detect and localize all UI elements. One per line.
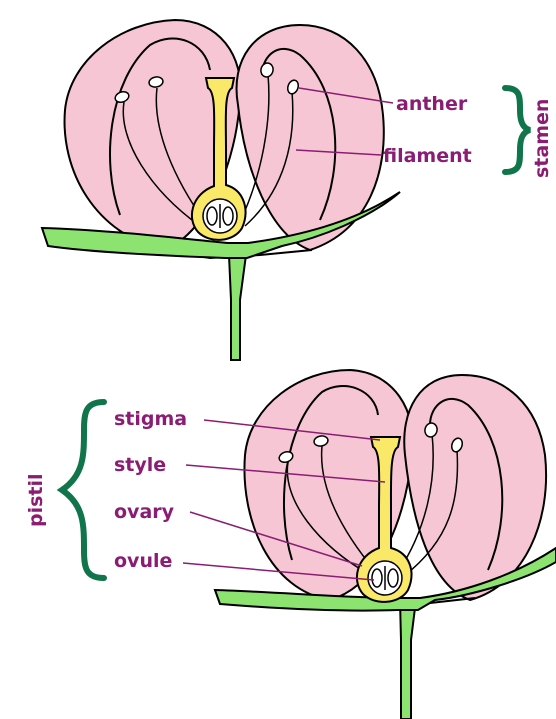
label-pistil: pistil (25, 473, 47, 527)
label-ovary: ovary (114, 501, 175, 523)
pistil-bracket (62, 402, 104, 578)
label-anther: anther (396, 93, 468, 115)
label-filament: filament (383, 145, 472, 167)
stamen-bracket (505, 88, 530, 172)
stem-top (229, 255, 246, 360)
ovules-top (207, 204, 233, 228)
label-stamen: stamen (531, 99, 553, 178)
label-ovule: ovule (114, 550, 172, 572)
stem-bottom (400, 600, 416, 719)
flower-top (42, 20, 530, 360)
label-style: style (114, 454, 166, 476)
ovules-bottom (372, 566, 398, 590)
label-stigma: stigma (114, 408, 187, 430)
